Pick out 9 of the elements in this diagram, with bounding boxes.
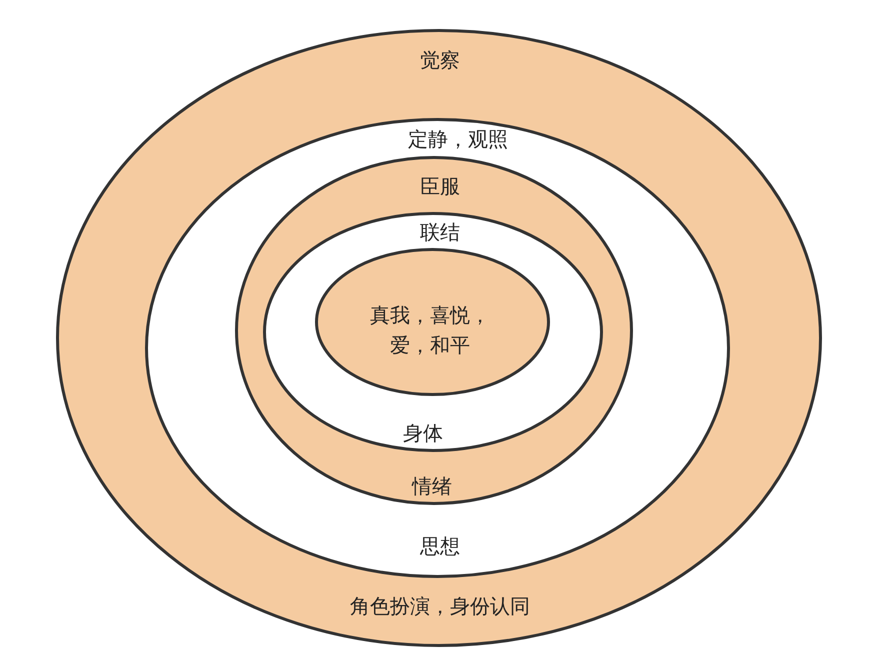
ring-label: 身体 [403, 420, 443, 447]
ring-label: 联结 [420, 219, 460, 246]
ring-label: 臣服 [420, 173, 460, 200]
ring-label: 定静，观照 [408, 126, 508, 153]
ring-label: 真我，喜悦，爱，和平 [369, 302, 491, 359]
ring-label: 思想 [420, 533, 460, 560]
ring-label: 情绪 [412, 473, 452, 500]
ring-label: 角色扮演，身份认同 [350, 593, 530, 620]
ring-label: 觉察 [420, 47, 460, 74]
